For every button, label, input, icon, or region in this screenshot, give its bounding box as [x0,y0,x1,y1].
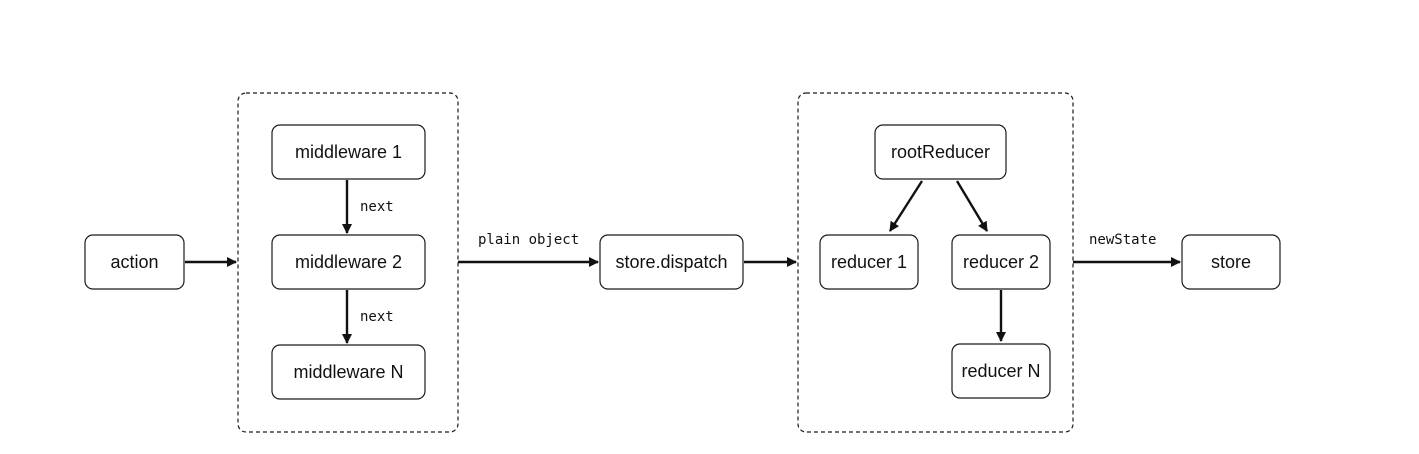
node-store-label: store [1211,252,1251,272]
node-root-reducer-label: rootReducer [891,142,990,162]
middleware-group [237,92,459,433]
node-middleware-1-label: middleware 1 [295,142,402,162]
node-action-label: action [110,252,158,272]
edge-label-next-1: next [360,199,394,215]
node-reducer-2-label: reducer 2 [963,252,1039,272]
node-reducer-n: reducer N [951,343,1051,399]
node-middleware-1: middleware 1 [271,124,426,180]
edge-label-plain-object: plain object [478,232,579,248]
node-reducer-1-label: reducer 1 [831,252,907,272]
edge-root-to-reducer2 [955,180,989,232]
node-reducer-n-label: reducer N [961,361,1040,381]
node-store-dispatch-label: store.dispatch [615,252,727,272]
edge-root-to-reducer1 [888,180,924,232]
node-store-dispatch: store.dispatch [599,234,744,290]
node-store: store [1181,234,1281,290]
edge-label-new-state: newState [1089,232,1156,248]
node-root-reducer: rootReducer [874,124,1007,180]
node-middleware-2-label: middleware 2 [295,252,402,272]
edge-label-next-2: next [360,309,394,325]
node-reducer-1: reducer 1 [819,234,919,290]
reducer-group [797,92,1074,433]
node-middleware-n-label: middleware N [293,362,403,382]
node-action: action [84,234,185,290]
node-middleware-n: middleware N [271,344,426,400]
node-middleware-2: middleware 2 [271,234,426,290]
node-reducer-2: reducer 2 [951,234,1051,290]
